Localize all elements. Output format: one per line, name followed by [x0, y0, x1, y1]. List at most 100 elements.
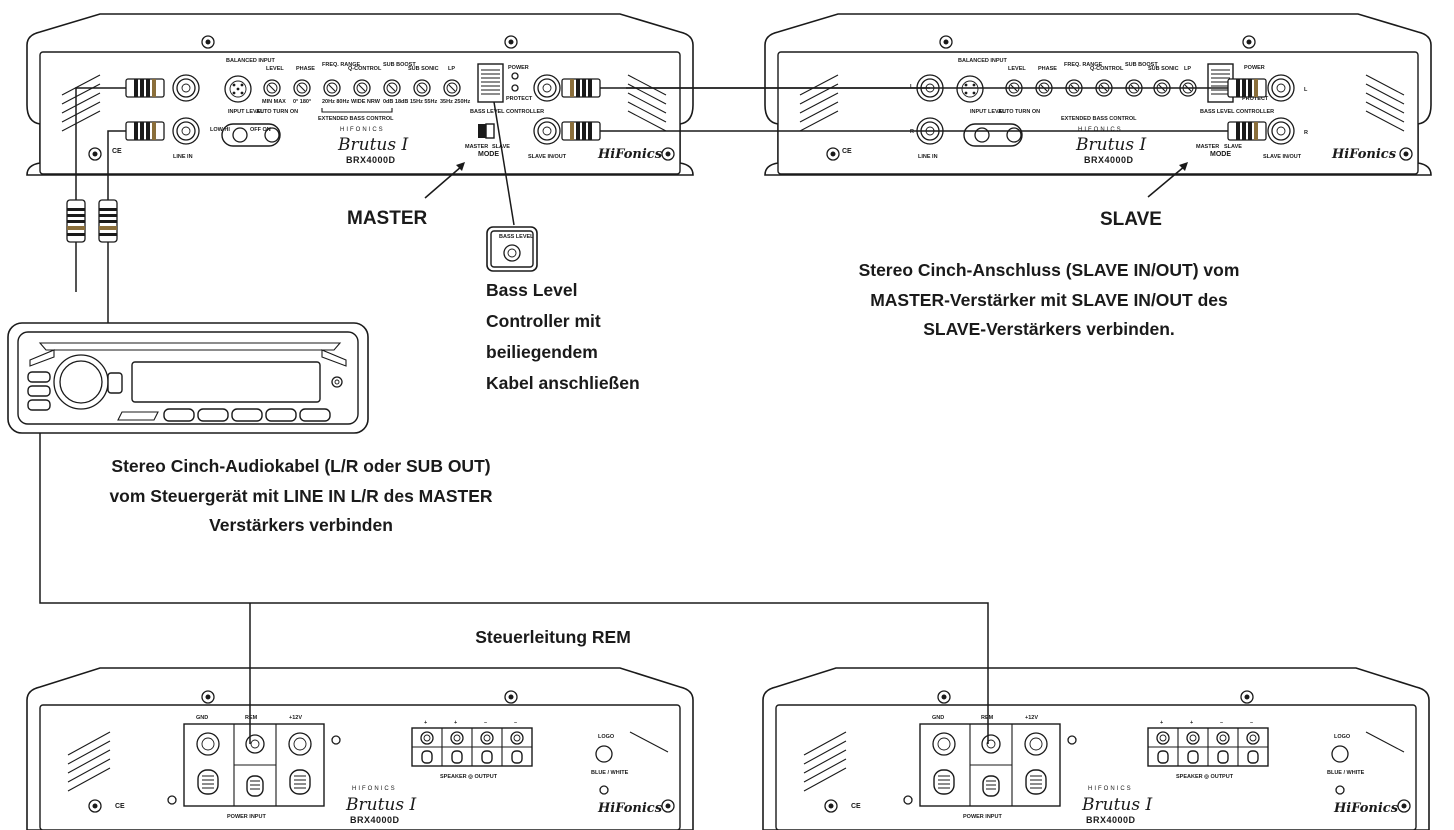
speaker-plus-1: + [424, 720, 427, 726]
slave-logo-color-label: BLUE / WHITE [1327, 770, 1365, 776]
rear-brand-script: Brutus I [345, 795, 416, 815]
gnd-label: GND [196, 715, 208, 721]
sub-boost-knob[interactable] [383, 79, 401, 97]
auto-turn-on-options: OFF ON [250, 127, 271, 133]
slave-gnd-label: GND [932, 715, 944, 721]
brand-small: HIFONICS [340, 127, 385, 133]
slave-caption-line-1: Stereo Cinch-Anschluss (SLAVE IN/OUT) vo… [859, 260, 1240, 280]
slave-io-socket-left [533, 74, 561, 102]
audio-caption-line-2: vom Steuergerät mit LINE IN L/R des MAST… [109, 486, 492, 506]
line-in-socket-right [172, 117, 200, 145]
master-arrow [424, 165, 463, 199]
master-label: MASTER [347, 208, 428, 229]
line-in-socket-left [172, 74, 200, 102]
mode-label: MODE [478, 151, 499, 158]
lp-knob[interactable] [443, 79, 461, 97]
phase-label: PHASE [296, 66, 315, 72]
slave-amplifier-rear: GND REM +12V POWER INPUT + + – – SPEAKER… [762, 667, 1430, 830]
hifonics-logo: HiFonics [597, 147, 663, 162]
slave-model-label: BRX4000D [1084, 155, 1134, 165]
slave-sub-sonic-label: SUB SONIC [1148, 66, 1179, 72]
bass-level-caption-line-4: Kabel anschließen [486, 373, 640, 393]
slave-mode-label: MODE [1210, 151, 1231, 158]
extended-bass-control-label: EXTENDED BASS CONTROL [318, 116, 394, 122]
input-level-options: LOW HI [210, 127, 230, 133]
slave-balanced-input-label: BALANCED INPUT [958, 58, 1008, 64]
power-input-label: POWER INPUT [227, 814, 266, 820]
rem-caption: Steuerleitung REM [475, 627, 631, 647]
slave-caption-line-2: MASTER-Verstärker mit SLAVE IN/OUT des [870, 290, 1228, 310]
phase-range: 0° 180° [293, 99, 311, 105]
slave-speaker-minus-2: – [1250, 720, 1253, 726]
audio-caption-line-3: Verstärkers verbinden [209, 515, 393, 535]
slave-level-label: LEVEL [1008, 66, 1026, 72]
q-control-range: WIDE NRW [351, 99, 381, 105]
rear-model-label: BRX4000D [350, 815, 400, 825]
slave-plus12v-label: +12V [1025, 715, 1038, 721]
slave-logo-label: LOGO [1334, 734, 1351, 740]
bass-level-caption-line-2: Controller mit [486, 311, 601, 331]
level-label: LEVEL [266, 66, 284, 72]
phase-knob[interactable] [293, 79, 311, 97]
slave-amplifier-front: LINE IN L R BALANCED INPUT LEVEL PHASE F… [764, 13, 1432, 176]
logo-label: LOGO [598, 734, 615, 740]
slave-slave-io-label: SLAVE IN/OUT [1263, 154, 1302, 160]
slave-rear-hifonics-logo: HiFonics [1333, 801, 1399, 816]
head-unit [7, 322, 369, 434]
plus12v-label: +12V [289, 715, 302, 721]
slave-balanced-input-socket [956, 75, 984, 103]
slave-line-in-label: LINE IN [918, 154, 938, 160]
slave-rear-model-label: BRX4000D [1086, 815, 1136, 825]
speaker-minus-1: – [484, 720, 487, 726]
freq-range-knob[interactable] [323, 79, 341, 97]
level-knob[interactable] [263, 79, 281, 97]
balanced-input-label: BALANCED INPUT [226, 58, 276, 64]
slave-freq-range-label: FREQ. RANGE [1064, 62, 1103, 68]
rear-hifonics-logo: HiFonics [597, 801, 663, 816]
line-in-label: LINE IN [173, 154, 193, 160]
balanced-input-socket [224, 75, 252, 103]
slave-speaker-output-label: SPEAKER ◎ OUTPUT [1176, 774, 1234, 780]
sub-sonic-knob[interactable] [413, 79, 431, 97]
slave-io-l-label: L [1304, 87, 1308, 93]
slave-ce-mark: CE [842, 148, 852, 155]
slave-mode-master-label: MASTER [1196, 144, 1219, 150]
input-level-label: INPUT LEVEL [228, 109, 264, 115]
slave-speaker-minus-1: – [1220, 720, 1223, 726]
sub-sonic-label: SUB SONIC [408, 66, 439, 72]
slave-hifonics-logo: HiFonics [1331, 147, 1397, 162]
bass-level-remote[interactable]: BASS LEVEL [486, 226, 538, 272]
q-control-label: Q-CONTROL [348, 66, 382, 72]
slave-label: SLAVE [1100, 209, 1162, 230]
master-amplifier-rear: GND REM +12V POWER INPUT + + – – SPEAKER… [26, 667, 694, 830]
slave-speaker-plus-1: + [1160, 720, 1163, 726]
slave-protect-label: PROTECT [1242, 96, 1269, 102]
slave-speaker-plus-2: + [1190, 720, 1193, 726]
remote-title: BASS LEVEL [499, 234, 534, 240]
slave-io-socket-right [533, 117, 561, 145]
logo-color-label: BLUE / WHITE [591, 770, 629, 776]
power-label: POWER [508, 65, 529, 71]
brand-script: Brutus I [337, 135, 408, 155]
slave-q-control-label: Q-CONTROL [1090, 66, 1124, 72]
slave-r-label: R [910, 129, 914, 135]
slave-mode-slave-label: SLAVE [1224, 144, 1242, 150]
slave-l-label: L [910, 84, 914, 90]
slave-auto-turn-on-label: AUTO TURN ON [998, 109, 1040, 115]
audio-caption-line-1: Stereo Cinch-Audiokabel (L/R oder SUB OU… [111, 456, 490, 476]
protect-label: PROTECT [506, 96, 533, 102]
slave-phase-label: PHASE [1038, 66, 1057, 72]
lp-label: LP [448, 66, 455, 72]
speaker-minus-2: – [514, 720, 517, 726]
freq-range-label: FREQ. RANGE [322, 62, 361, 68]
rear-ce-mark: CE [115, 803, 125, 810]
level-range: MIN MAX [262, 99, 286, 105]
rear-brand-small: HIFONICS [352, 786, 397, 792]
slave-lp-label: LP [1184, 66, 1191, 72]
freq-range-values: 20Hz 80Hz [322, 99, 349, 105]
rca-cable-plug-left [66, 199, 86, 243]
mode-master-label: MASTER [465, 144, 488, 150]
q-control-knob[interactable] [353, 79, 371, 97]
slave-rear-ce-mark: CE [851, 803, 861, 810]
